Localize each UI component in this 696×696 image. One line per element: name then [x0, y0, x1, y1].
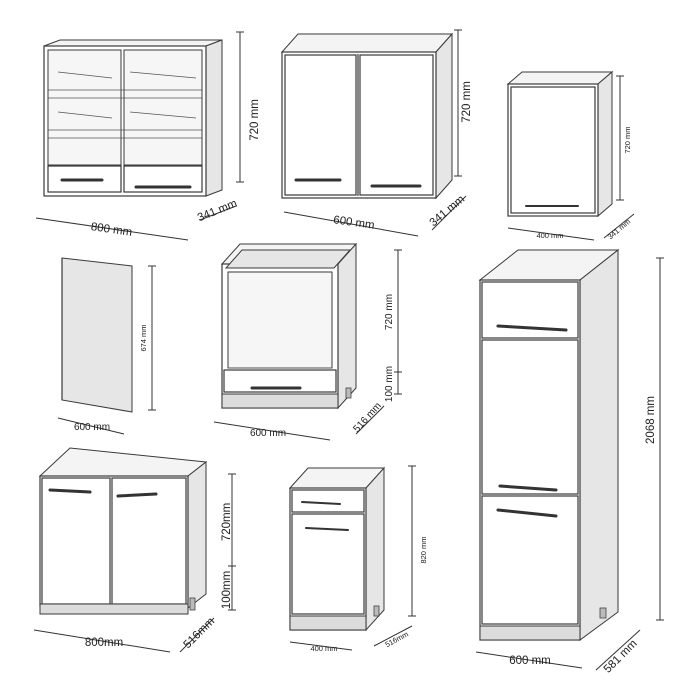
end-panel-shape	[61, 257, 133, 413]
glass-cabinet-top	[43, 39, 223, 47]
sink-cabinet-side	[187, 460, 207, 610]
width-label: 600 mm	[74, 422, 110, 433]
glass-wall-cabinet: 720 mm 800 mm 341 mm	[35, 31, 261, 241]
door	[510, 86, 596, 214]
width-dimension-line	[35, 217, 189, 241]
depth-label: 341 mm	[428, 193, 468, 229]
handle	[496, 508, 558, 518]
oven-cabinet: 720 mm 100 mm 600 mm 516 mm	[213, 242, 402, 441]
leg	[599, 607, 607, 619]
wall-cabinet-600-top	[280, 33, 454, 53]
drawer-base-cabinet: 820 mm 400 mm 516mm	[288, 465, 428, 653]
drawer	[291, 489, 365, 513]
oven-cabinet-side	[337, 242, 357, 410]
oven-opening	[227, 271, 333, 369]
plinth	[39, 603, 189, 615]
door	[291, 513, 365, 615]
height-label: 674 mm	[139, 324, 148, 351]
tall-cabinet-middle-door	[481, 339, 579, 495]
handle	[496, 324, 568, 332]
depth-label: 581 mm	[602, 638, 640, 676]
plinth	[289, 615, 367, 631]
leg	[189, 597, 196, 611]
height-label: 720 mm	[384, 294, 395, 330]
tall-cabinet-side	[579, 248, 619, 641]
width-label: 400 mm	[310, 644, 337, 653]
handle	[48, 488, 92, 494]
wall-cabinet-600: 720 mm 600 mm 341 mm	[280, 29, 473, 237]
glass-door-right	[123, 49, 203, 166]
wall-cabinet-400: 720 mm 400 mm 341 mm	[506, 70, 635, 241]
depth-label: 516mm	[384, 629, 410, 649]
plinth-label: 100 mm	[384, 366, 395, 402]
wall-cabinet-400-top	[506, 71, 614, 85]
tall-cabinet-bottom-door	[481, 495, 579, 625]
depth-label: 341 mm	[196, 198, 239, 225]
door-right	[359, 54, 434, 196]
handle	[116, 492, 158, 498]
height-label: 2068 mm	[645, 396, 657, 444]
width-label: 800mm	[85, 637, 123, 649]
door-left	[284, 54, 357, 196]
door-right	[111, 477, 187, 605]
width-label: 800 mm	[90, 221, 133, 239]
sink-base-cabinet: 720mm 100mm 800mm 516mm	[33, 447, 236, 653]
handle	[305, 527, 349, 531]
plinth	[221, 393, 339, 409]
width-label: 600 mm	[332, 214, 375, 232]
glass-cabinet-side	[205, 39, 223, 197]
width-label: 600 mm	[250, 428, 286, 439]
width-label: 400 mm	[536, 231, 563, 240]
handle	[498, 484, 558, 492]
handle	[301, 501, 341, 505]
door-left	[41, 477, 111, 605]
tall-cabinet: 2068 mm 600 mm 581 mm	[475, 248, 664, 676]
depth-label: 516 mm	[351, 401, 383, 435]
height-label: 720 mm	[461, 81, 473, 123]
height-label: 820 mm	[419, 536, 428, 563]
width-label: 600 mm	[509, 655, 551, 667]
leg	[345, 387, 352, 399]
height-label: 720 mm	[623, 126, 632, 153]
depth-label: 341 mm	[606, 217, 633, 241]
plinth	[479, 625, 581, 641]
depth-label: 516mm	[181, 615, 217, 651]
depth-dimension-line	[199, 205, 237, 221]
wall-cabinet-400-side	[597, 70, 613, 218]
sink-cabinet-top-open	[38, 447, 208, 477]
height-label: 720mm	[221, 503, 233, 541]
wall-cabinet-600-side	[435, 32, 453, 200]
glass-door-left	[47, 49, 122, 166]
end-panel: 674 mm 600 mm	[57, 257, 156, 435]
plinth-label: 100mm	[221, 571, 233, 609]
leg	[373, 605, 380, 617]
height-label: 720 mm	[249, 99, 261, 141]
